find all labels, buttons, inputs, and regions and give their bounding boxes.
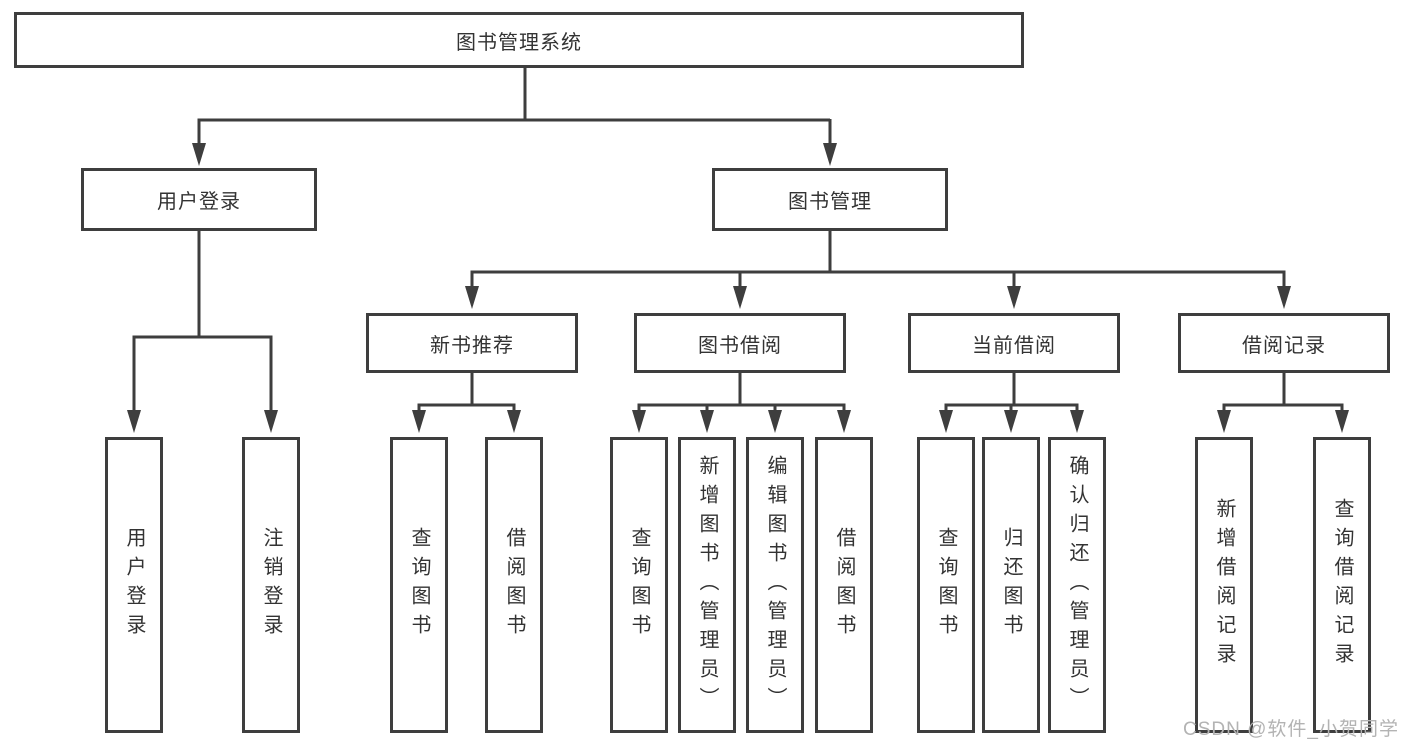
arrow-down-icon bbox=[465, 286, 479, 309]
leaf-query-books-recommend: 查询图书 bbox=[390, 437, 448, 733]
arrow-down-icon bbox=[837, 410, 851, 433]
node-book-management: 图书管理 bbox=[712, 168, 948, 231]
arrow-down-icon bbox=[507, 410, 521, 433]
leaf-query-books-current: 查询图书 bbox=[917, 437, 975, 733]
leaf-confirm-return-admin: 确认归还（管理员） bbox=[1048, 437, 1106, 733]
node-library-management-system: 图书管理系统 bbox=[14, 12, 1024, 68]
arrow-down-icon bbox=[1070, 410, 1084, 433]
leaf-return-books: 归还图书 bbox=[982, 437, 1040, 733]
node-book-borrow: 图书借阅 bbox=[634, 313, 846, 373]
leaf-user-login: 用户登录 bbox=[105, 437, 163, 733]
node-user-login: 用户登录 bbox=[81, 168, 317, 231]
leaf-edit-books-admin: 编辑图书（管理员） bbox=[746, 437, 804, 733]
leaf-add-books-admin: 新增图书（管理员） bbox=[678, 437, 736, 733]
leaf-borrow-books-recommend: 借阅图书 bbox=[485, 437, 543, 733]
leaf-borrow-books: 借阅图书 bbox=[815, 437, 873, 733]
arrowhead-icons bbox=[127, 143, 1349, 433]
leaf-logout: 注销登录 bbox=[242, 437, 300, 733]
arrow-down-icon bbox=[768, 410, 782, 433]
node-borrow-records: 借阅记录 bbox=[1178, 313, 1390, 373]
leaf-query-books: 查询图书 bbox=[610, 437, 668, 733]
arrow-down-icon bbox=[264, 410, 278, 433]
arrow-down-icon bbox=[127, 410, 141, 433]
arrow-down-icon bbox=[1217, 410, 1231, 433]
arrow-down-icon bbox=[632, 410, 646, 433]
arrow-down-icon bbox=[939, 410, 953, 433]
arrow-down-icon bbox=[1007, 286, 1021, 309]
arrow-down-icon bbox=[192, 143, 206, 166]
node-new-book-recommend: 新书推荐 bbox=[366, 313, 578, 373]
arrow-down-icon bbox=[1004, 410, 1018, 433]
leaf-add-borrow-record: 新增借阅记录 bbox=[1195, 437, 1253, 733]
arrow-down-icon bbox=[412, 410, 426, 433]
arrow-down-icon bbox=[1277, 286, 1291, 309]
leaf-query-borrow-record: 查询借阅记录 bbox=[1313, 437, 1371, 733]
arrow-down-icon bbox=[733, 286, 747, 309]
arrow-down-icon bbox=[823, 143, 837, 166]
arrow-down-icon bbox=[700, 410, 714, 433]
arrow-down-icon bbox=[1335, 410, 1349, 433]
node-current-borrow: 当前借阅 bbox=[908, 313, 1120, 373]
